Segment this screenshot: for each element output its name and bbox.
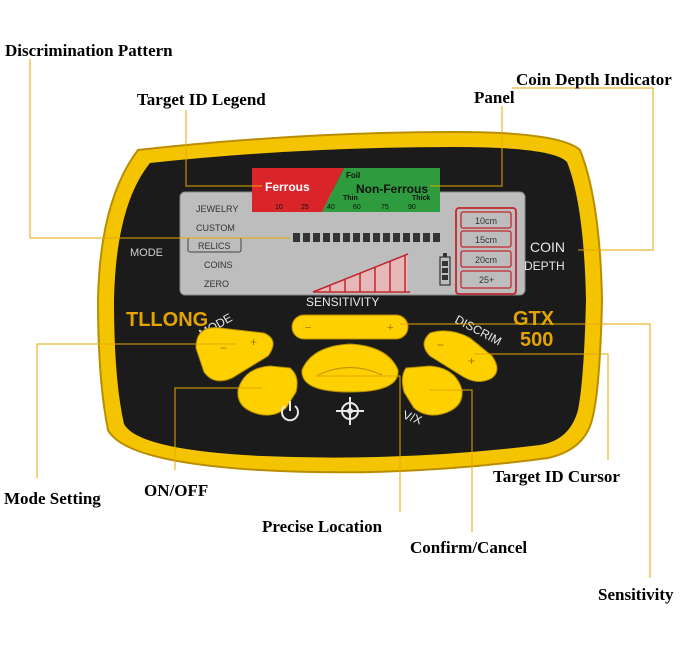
pinpoint-button[interactable] <box>301 343 399 393</box>
vx-button-label: V/X <box>401 408 424 428</box>
sensitivity-button-label: SENSITIVITY <box>306 295 379 309</box>
scale-tick: 60 <box>353 204 361 211</box>
leader-target-id-cursor <box>474 353 609 460</box>
id-segment <box>353 233 360 242</box>
mode-item-custom: CUSTOM <box>196 223 235 233</box>
id-segment <box>423 233 430 242</box>
id-segment <box>343 233 350 242</box>
thin-label: Thin <box>343 195 358 202</box>
callout-target-id-legend: Target ID Legend <box>137 90 266 109</box>
id-segment <box>383 233 390 242</box>
non-ferrous-label: Non-Ferrous <box>356 182 428 196</box>
crosshair-icon <box>336 397 364 425</box>
callout-on-off: ON/OFF <box>144 481 209 500</box>
id-segment <box>403 233 410 242</box>
leader-coin-depth <box>512 87 654 251</box>
plus-glyph: + <box>468 354 475 368</box>
mode-item-coins: COINS <box>204 260 233 270</box>
mode-button[interactable]: − + <box>195 327 274 382</box>
model-gtx: GTX <box>513 308 555 330</box>
callout-panel: Panel <box>474 88 515 107</box>
mode-item-zero: ZERO <box>204 279 229 289</box>
scale-tick: 10 <box>275 204 283 211</box>
id-segment <box>313 233 320 242</box>
battery-icon <box>439 253 451 286</box>
leader-lines <box>29 59 654 578</box>
plus-glyph: + <box>387 322 393 334</box>
leader-target-id-legend <box>185 110 262 187</box>
leader-sensitivity <box>400 323 651 578</box>
signal-strength-meter <box>312 253 410 293</box>
leader-confirm-cancel <box>430 389 473 532</box>
scale-tick: 75 <box>381 204 389 211</box>
legend-scale: 10 25 40 60 75 90 <box>275 204 416 211</box>
callout-mode-setting: Mode Setting <box>4 489 101 508</box>
coin-label: COIN <box>530 239 565 255</box>
id-segment <box>393 233 400 242</box>
id-segment <box>413 233 420 242</box>
foil-label: Foil <box>346 171 360 180</box>
depth-20cm: 20cm <box>475 255 497 265</box>
callout-confirm-cancel: Confirm/Cancel <box>410 538 528 557</box>
mode-item-relics: RELICS <box>198 241 231 251</box>
id-segment <box>433 233 440 242</box>
power-icon <box>281 401 299 422</box>
confirm-cancel-button[interactable] <box>401 365 463 416</box>
on-off-button[interactable] <box>237 365 298 416</box>
scale-tick: 40 <box>327 204 335 211</box>
plus-glyph: + <box>250 335 257 349</box>
thick-label: Thick <box>412 195 430 202</box>
id-segment <box>323 233 330 242</box>
leader-mode-setting <box>36 343 236 478</box>
id-segment <box>373 233 380 242</box>
mode-item-jewelry: JEWELRY <box>196 204 238 214</box>
id-segment <box>293 233 300 242</box>
callout-sensitivity: Sensitivity <box>598 585 674 604</box>
minus-glyph: − <box>305 322 311 334</box>
callout-target-id-cursor: Target ID Cursor <box>493 467 620 486</box>
depth-15cm: 15cm <box>475 235 497 245</box>
non-ferrous-zone <box>322 168 440 212</box>
callout-precise-location: Precise Location <box>262 517 383 536</box>
discrim-button[interactable]: − + <box>423 330 498 382</box>
depth-label: DEPTH <box>524 259 565 273</box>
leader-panel <box>430 106 503 187</box>
sensitivity-button[interactable]: − + <box>291 314 409 340</box>
id-segment <box>363 233 370 242</box>
brand-logo: TLLONG <box>126 309 208 331</box>
id-segment <box>333 233 340 242</box>
mode-label: MODE <box>130 247 163 259</box>
scale-tick: 90 <box>408 204 416 211</box>
callout-coin-depth-indicator: Coin Depth Indicator <box>516 70 672 89</box>
coin-depth-indicator: 10cm 15cm 20cm 25+ <box>455 207 517 295</box>
scale-tick: 25 <box>301 204 309 211</box>
target-id-cursor-bar <box>293 233 440 242</box>
minus-glyph: − <box>220 341 227 355</box>
depth-25plus: 25+ <box>479 275 494 285</box>
model-500: 500 <box>520 329 553 351</box>
ferrous-zone <box>252 168 344 212</box>
ferrous-label: Ferrous <box>265 180 310 194</box>
depth-10cm: 10cm <box>475 216 497 226</box>
callout-discrimination-pattern: Discrimination Pattern <box>5 41 173 60</box>
minus-glyph: − <box>437 338 444 352</box>
leader-on-off <box>174 387 262 470</box>
leader-discrimination <box>29 59 290 239</box>
id-segment <box>303 233 310 242</box>
leader-precise-location <box>315 375 401 512</box>
